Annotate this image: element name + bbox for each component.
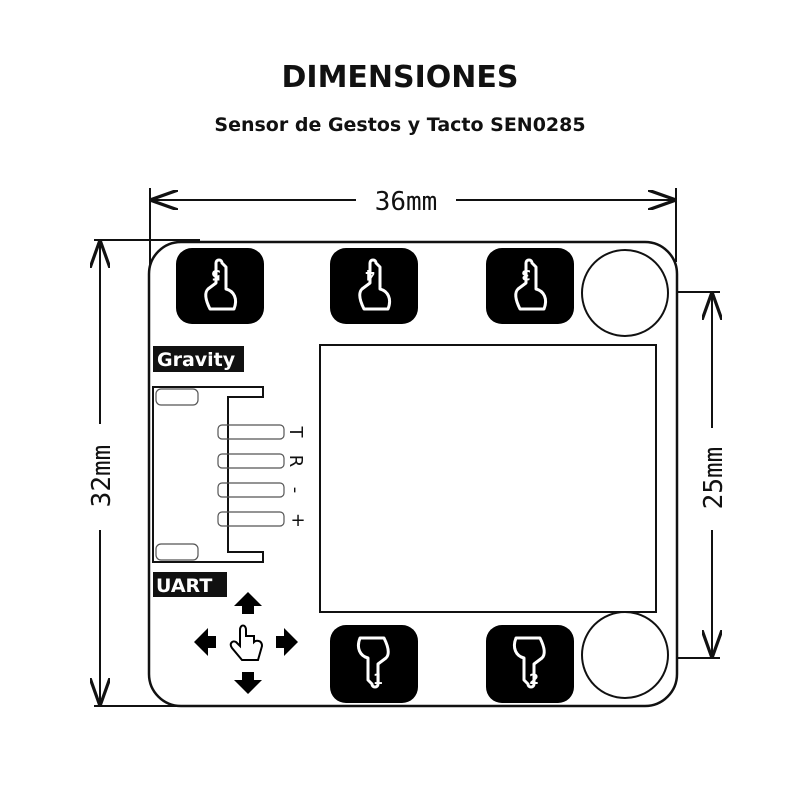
hole-spacing-dimension: 25mm — [699, 294, 729, 656]
svg-text:4: 4 — [365, 266, 375, 282]
touch-pad-4: 4 — [330, 248, 418, 324]
pin-label-r: R — [285, 455, 306, 468]
page-subtitle: Sensor de Gestos y Tacto SEN0285 — [214, 114, 586, 136]
height-dimension: 32mm — [87, 242, 117, 704]
gravity-label: Gravity — [157, 349, 236, 371]
svg-text:2: 2 — [529, 672, 539, 688]
svg-text:1: 1 — [373, 672, 383, 688]
mounting-hole-bottom — [581, 611, 669, 699]
page-title: DIMENSIONES — [281, 60, 519, 95]
pin-label-t: T — [285, 426, 306, 439]
touch-pad-2: 2 — [486, 625, 574, 703]
touch-pad-5: 5 — [176, 248, 264, 324]
touch-pad-3: 3 — [486, 248, 574, 324]
pin-label-minus: - — [285, 487, 306, 494]
touch-pad-1: 1 — [330, 625, 418, 703]
svg-text:3: 3 — [521, 266, 531, 282]
gravity-label-bg — [153, 346, 244, 372]
uart-connector — [152, 386, 285, 563]
width-label: 36mm — [375, 187, 438, 217]
height-label: 32mm — [87, 445, 117, 508]
uart-label: UART — [156, 575, 212, 597]
hole-spacing-label: 25mm — [699, 447, 729, 510]
pin-label-plus: + — [290, 510, 305, 531]
uart-label-bg — [153, 572, 227, 597]
sensor-window — [319, 344, 657, 613]
gesture-arrows-icon — [194, 592, 298, 694]
width-dimension: 36mm — [152, 187, 674, 217]
svg-text:5: 5 — [211, 266, 221, 282]
mounting-hole-top — [581, 249, 669, 337]
